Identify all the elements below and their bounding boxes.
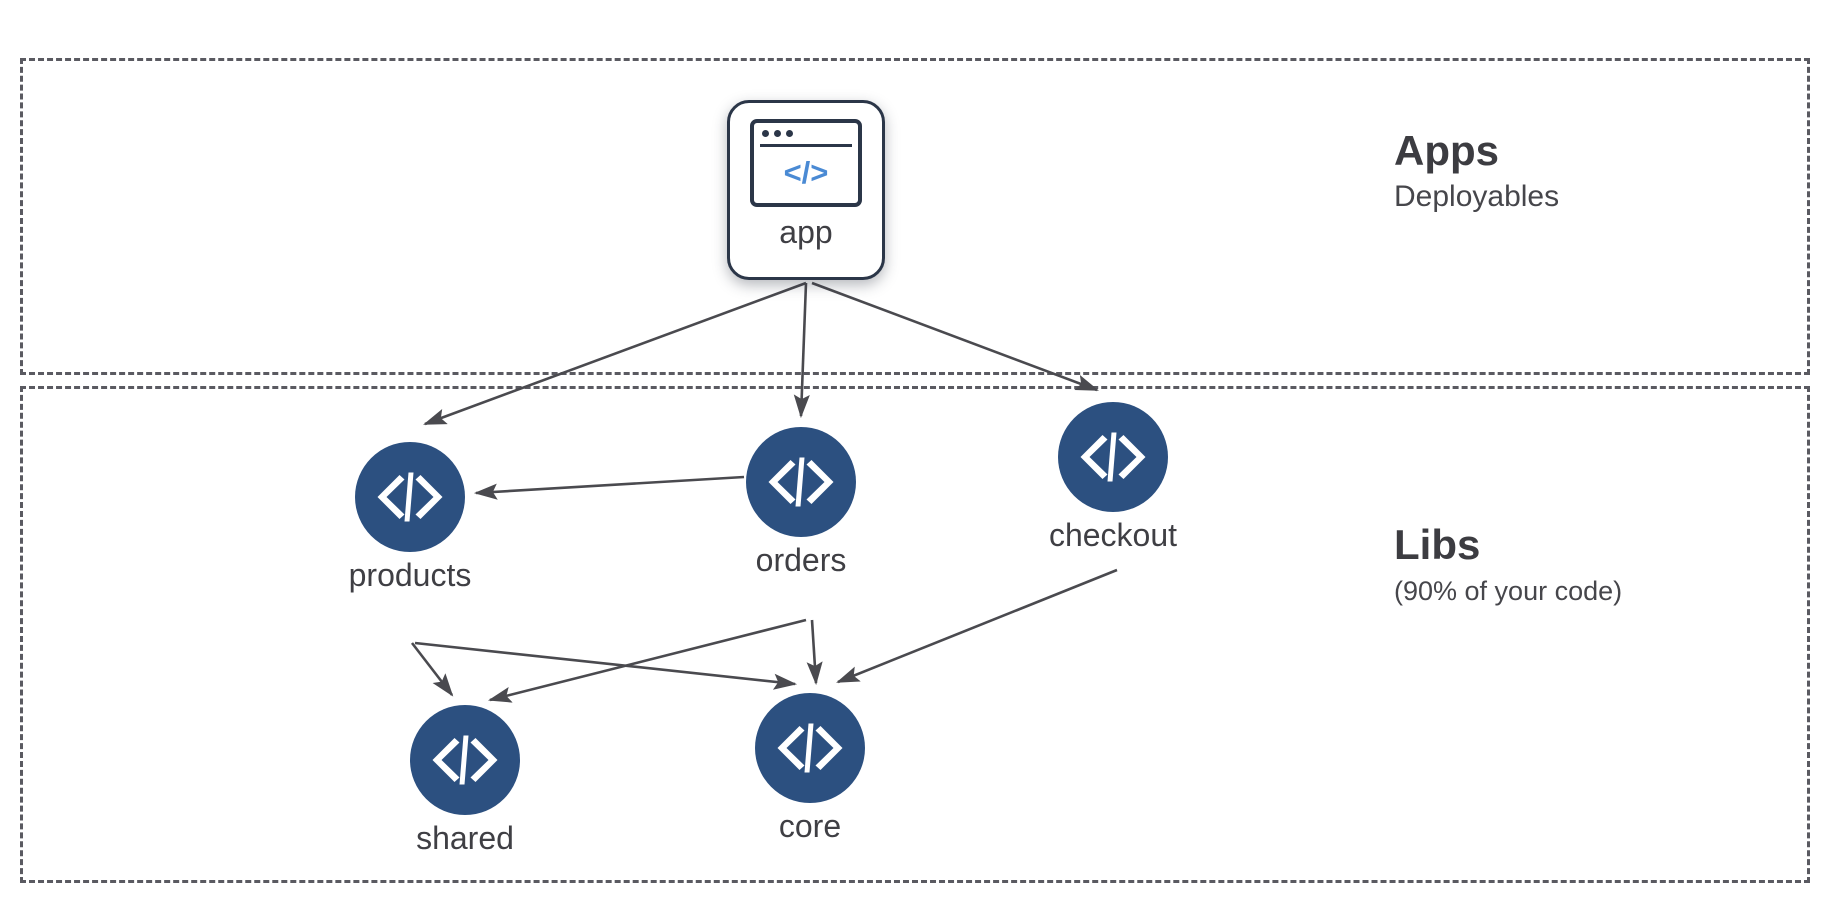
node-checkout[interactable]: checkout [1003,402,1223,553]
node-core-label: core [778,808,842,844]
code-icon [410,705,520,815]
browser-code-icon: </> [750,119,862,207]
node-orders[interactable]: orders [691,427,911,578]
node-products[interactable]: products [300,442,520,593]
node-orders-label: orders [755,542,847,578]
node-checkout-label: checkout [1048,517,1178,553]
browser-dots-icon [762,130,793,137]
zone-libs-title: Libs [1394,521,1481,568]
zone-libs-legend: Libs (90% of your code) [1394,521,1623,607]
code-icon [746,427,856,537]
node-core[interactable]: core [700,693,920,844]
code-icon [755,693,865,803]
node-app[interactable]: </> app [727,100,885,280]
zone-apps-subtitle: Deployables [1394,180,1560,214]
code-icon [355,442,465,552]
code-icon [1058,402,1168,512]
zone-apps-title: Apps [1394,127,1499,174]
node-products-label: products [348,557,472,593]
zone-apps [20,58,1810,375]
browser-divider [760,144,852,147]
node-app-label: app [779,214,833,250]
zone-libs-subtitle: (90% of your code) [1394,576,1623,607]
node-shared-label: shared [416,820,514,856]
code-glyph-label: </> [783,155,829,190]
node-shared[interactable]: shared [355,705,575,856]
zone-apps-legend: Apps Deployables [1394,127,1560,215]
